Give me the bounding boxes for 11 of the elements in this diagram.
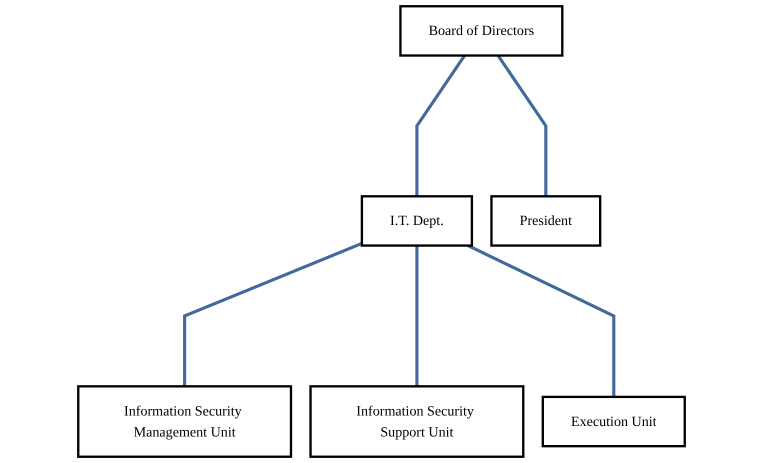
connector <box>183 242 362 386</box>
node-box: Execution Unit <box>542 396 686 448</box>
connector <box>415 54 466 196</box>
node-box: President <box>490 195 602 247</box>
node-box: Information Security Support Unit <box>309 385 524 458</box>
node-box: Board of Directors <box>399 5 564 57</box>
connector <box>467 244 616 397</box>
connector <box>415 246 418 386</box>
node-box: Information Security Management Unit <box>77 385 292 458</box>
node-box: I.T. Dept. <box>360 195 474 247</box>
connector <box>496 54 548 196</box>
